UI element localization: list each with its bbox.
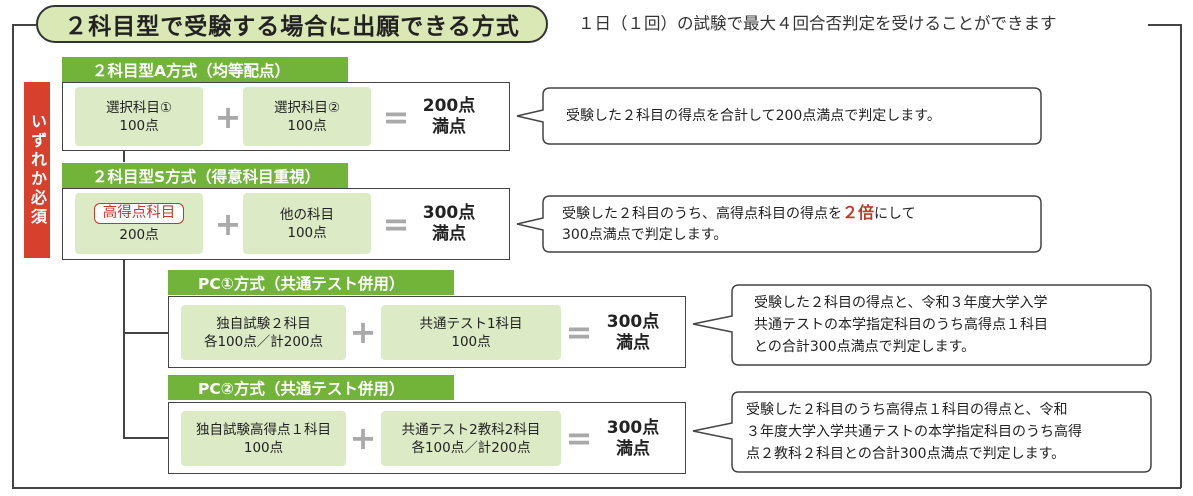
plus-icon: + xyxy=(349,313,377,351)
required-either-label: いずれか必須 xyxy=(24,82,50,258)
equals-icon: = xyxy=(382,98,410,136)
equals-icon: = xyxy=(382,205,410,243)
method-pc1-result: 300点満点 xyxy=(606,312,660,353)
plus-icon: + xyxy=(214,205,242,243)
method-pc1-tab: PC①方式（共通テスト併用） xyxy=(168,270,454,295)
method-pc2-result: 300点満点 xyxy=(606,418,660,459)
method-s-result: 300点満点 xyxy=(422,203,476,244)
page-title: ２科目型で受験する場合に出願できる方式 xyxy=(36,5,548,43)
equals-icon: = xyxy=(565,419,593,457)
plus-icon: + xyxy=(349,419,377,457)
frame-bottom xyxy=(12,487,1181,489)
method-s-cell-1: 高得点科目 200点 xyxy=(75,193,203,254)
connector-pc2 xyxy=(123,437,168,439)
high-score-subject-tag: 高得点科目 xyxy=(93,203,185,224)
method-a-tab: ２科目型A方式（均等配点） xyxy=(62,57,348,82)
frame-left xyxy=(12,24,14,488)
equals-icon: = xyxy=(565,313,593,351)
double-emphasis: ２倍 xyxy=(842,203,875,222)
frame-top-right xyxy=(1148,24,1181,26)
connector-pc1 xyxy=(123,332,168,334)
connector-trunk xyxy=(123,260,125,438)
method-a-note: 受験した２科目の得点を合計して200点満点で判定します。 xyxy=(516,87,1042,145)
method-pc1-cell-1: 独自試験２科目各100点／計200点 xyxy=(181,305,346,360)
connector-ab xyxy=(123,150,125,162)
plus-icon: + xyxy=(214,98,242,136)
method-pc2-tab: PC②方式（共通テスト併用） xyxy=(168,375,454,400)
page-subtitle: １日（１回）の試験で最大４回合否判定を受けることができます xyxy=(578,14,1057,33)
method-pc2-cell-2: 共通テスト2教科2科目各100点／計200点 xyxy=(381,411,561,466)
method-pc2-note: 受験した２科目のうち高得点１科目の得点と、令和 ３年度大学入学共通テストの本学指… xyxy=(692,391,1152,473)
frame-top-left xyxy=(12,24,36,26)
method-s-tab: ２科目型S方式（得意科目重視） xyxy=(62,163,348,188)
frame-right xyxy=(1180,24,1182,488)
method-pc1-note: 受験した２科目の得点と、令和３年度大学入学 共通テストの本学指定科目のうち高得点… xyxy=(692,284,1152,366)
method-s-note: 受験した２科目のうち、高得点科目の得点を２倍にして 300点満点で判定します。 xyxy=(516,195,1042,253)
method-a-result: 200点満点 xyxy=(422,96,476,137)
